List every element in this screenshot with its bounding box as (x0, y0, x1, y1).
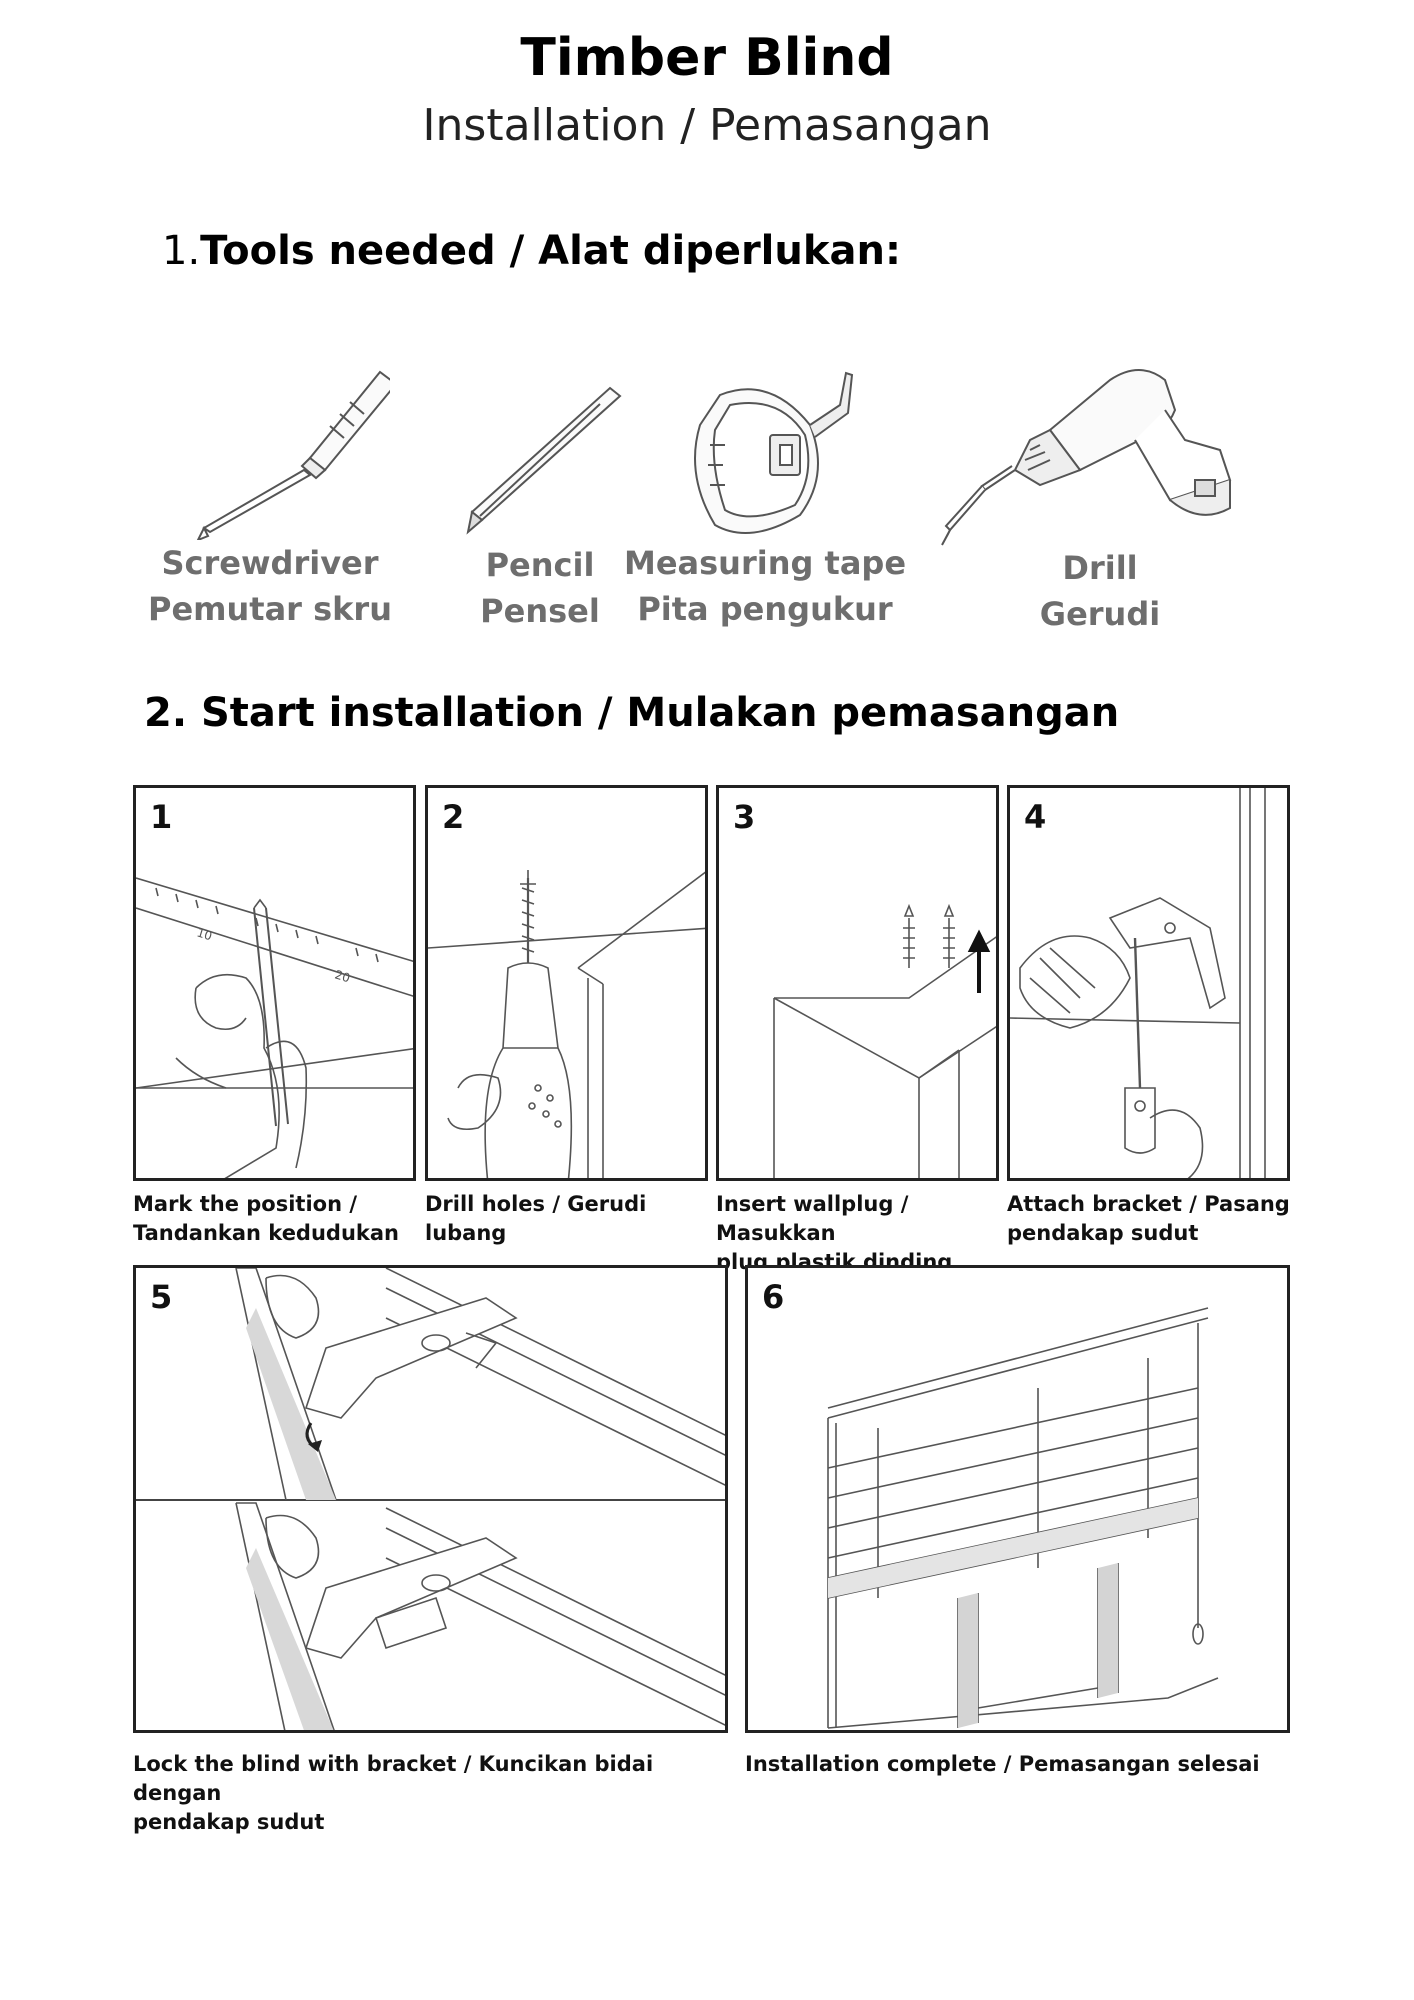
measuring-tape-icon (630, 365, 900, 545)
step-panel-1: 1 10 20 (133, 785, 416, 1181)
step-number: 6 (762, 1278, 784, 1316)
step-number: 4 (1024, 798, 1046, 836)
caption-line: Tandankan kedudukan (133, 1219, 423, 1248)
step-caption-1: Mark the position / Tandankan kedudukan (133, 1190, 423, 1248)
step-number: 1 (150, 798, 172, 836)
tool-label-ms: Pita pengukur (620, 586, 910, 632)
tool-label-en: Pencil (430, 542, 650, 588)
drill-icon (940, 340, 1240, 560)
step-panel-3: 3 (716, 785, 999, 1181)
step-panel-2: 2 (425, 785, 708, 1181)
step-number: 5 (150, 1278, 172, 1316)
ruler-mark-10: 10 (195, 925, 214, 943)
step-caption-2: Drill holes / Gerudi lubang (425, 1190, 715, 1248)
tools-heading: 1.Tools needed / Alat diperlukan: (162, 228, 901, 274)
tool-label-measuring-tape: Measuring tape Pita pengukur (620, 540, 910, 632)
tool-measuring-tape: Measuring tape Pita pengukur (630, 365, 900, 645)
attach-bracket-illustration (1010, 788, 1290, 1181)
tool-label-ms: Pensel (430, 588, 650, 634)
tool-label-ms: Gerudi (1000, 591, 1200, 637)
tool-label-en: Screwdriver (140, 540, 400, 586)
lock-blind-illustration (136, 1268, 728, 1733)
install-heading: 2. Start installation / Mulakan pemasang… (144, 690, 1119, 736)
tool-label-en: Drill (1000, 545, 1200, 591)
step-number: 2 (442, 798, 464, 836)
page-subtitle: Installation / Pemasangan (0, 100, 1414, 151)
caption-line: pendakap sudut (1007, 1219, 1297, 1248)
caption-line: Mark the position / (133, 1190, 423, 1219)
step-panel-5: 5 (133, 1265, 728, 1733)
tool-pencil: Pencil Pensel (450, 370, 630, 650)
ruler-mark-20: 20 (333, 967, 352, 985)
step-caption-4: Attach bracket / Pasang pendakap sudut (1007, 1190, 1297, 1248)
tool-label-ms: Pemutar skru (140, 586, 400, 632)
tool-label-pencil: Pencil Pensel (430, 542, 650, 634)
tool-label-en: Measuring tape (620, 540, 910, 586)
caption-line: Insert wallplug / Masukkan (716, 1190, 1006, 1248)
mark-position-illustration: 10 20 (136, 788, 416, 1181)
tool-screwdriver: Screwdriver Pemutar skru (150, 360, 390, 640)
caption-line: Lock the blind with bracket / Kuncikan b… (133, 1750, 733, 1808)
caption-line: Drill holes / Gerudi lubang (425, 1190, 715, 1248)
tool-label-drill: Drill Gerudi (1000, 545, 1200, 637)
tools-heading-text: Tools needed / Alat diperlukan: (200, 228, 901, 274)
step-panel-6: 6 (745, 1265, 1290, 1733)
caption-line: Attach bracket / Pasang (1007, 1190, 1297, 1219)
screwdriver-icon (150, 360, 390, 540)
step-panel-4: 4 (1007, 785, 1290, 1181)
caption-line: pendakap sudut (133, 1808, 733, 1837)
installation-complete-illustration (748, 1268, 1290, 1733)
tools-heading-number: 1. (162, 228, 200, 274)
tool-label-screwdriver: Screwdriver Pemutar skru (140, 540, 400, 632)
step-caption-5: Lock the blind with bracket / Kuncikan b… (133, 1750, 733, 1837)
step-number: 3 (733, 798, 755, 836)
insert-wallplug-illustration (719, 788, 999, 1181)
tool-drill: Drill Gerudi (940, 340, 1240, 640)
step-caption-6: Installation complete / Pemasangan seles… (745, 1750, 1285, 1779)
step-caption-3: Insert wallplug / Masukkan plug plastik … (716, 1190, 1006, 1277)
drill-holes-illustration (428, 788, 708, 1181)
pencil-icon (450, 370, 630, 540)
caption-line: Installation complete / Pemasangan seles… (745, 1750, 1285, 1779)
page-title: Timber Blind (0, 28, 1414, 88)
